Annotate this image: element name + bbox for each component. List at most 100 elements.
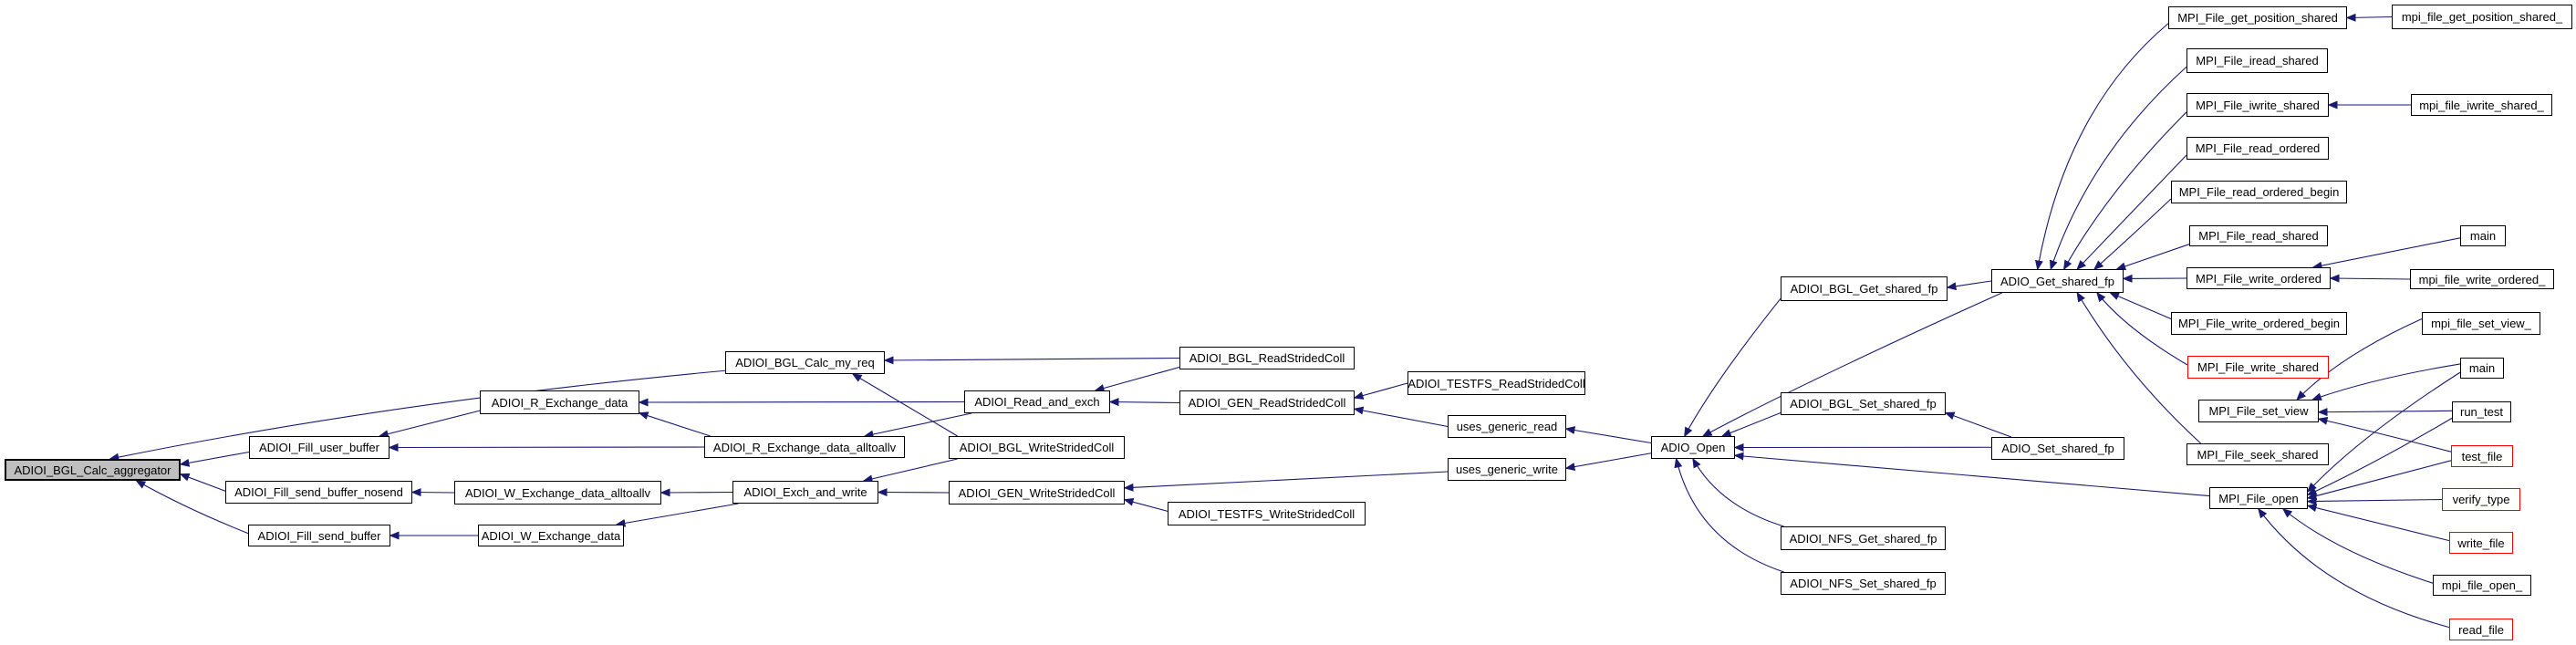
graph-node-f_iwrite[interactable]: mpi_file_iwrite_shared_	[2411, 94, 2552, 116]
edge-f_write_ordered-to-write_ordered	[2329, 274, 2411, 283]
graph-node-testfs_write_coll[interactable]: ADIOI_TESTFS_WriteStridedColl	[1168, 502, 1366, 525]
graph-node-adio_open[interactable]: ADIO_Open	[1651, 436, 1735, 459]
edge-wo_begin-to-adio_get_fp	[2109, 292, 2172, 320]
edge-fill_send_buffer-to-agg	[135, 480, 249, 535]
graph-node-f_write_ordered[interactable]: mpi_file_write_ordered_	[2410, 269, 2554, 289]
edge-uses_generic_write-to-gen_write_coll	[1123, 471, 1449, 492]
graph-node-write_shared[interactable]: MPI_File_write_shared	[2187, 356, 2329, 379]
edge-fill_user_buffer-to-agg	[179, 451, 250, 467]
edge-r_alltoallv-to-fill_user_buffer	[388, 442, 705, 452]
graph-node-exch_and_write[interactable]: ADIOI_Exch_and_write	[732, 481, 878, 504]
graph-node-bgl_read_coll[interactable]: ADIOI_BGL_ReadStridedColl	[1179, 347, 1355, 369]
edge-read_shared-to-adio_get_fp	[2115, 244, 2190, 271]
edge-main2-to-set_view	[2311, 363, 2461, 401]
edge-adio_get_fp-to-adio_open	[1701, 292, 2002, 437]
graph-node-r_alltoallv[interactable]: ADIOI_R_Exchange_data_alltoallv	[704, 436, 905, 458]
edge-uses_generic_read-to-gen_read_coll	[1353, 406, 1449, 428]
edge-read_and_exch-to-r_exchange_data	[638, 398, 965, 407]
graph-node-main2[interactable]: main	[2460, 358, 2504, 379]
edge-adio_open-to-uses_generic_write	[1564, 453, 1652, 472]
graph-node-mpi_file_open[interactable]: MPI_File_open	[2209, 487, 2308, 509]
graph-node-f_open[interactable]: mpi_file_open_	[2433, 575, 2531, 596]
edge-read_ordered-to-adio_get_fp	[2076, 154, 2187, 271]
edge-exch_and_write-to-w_alltoallv	[660, 488, 733, 497]
graph-node-nfs_set_fp[interactable]: ADIOI_NFS_Set_shared_fp	[1781, 572, 1946, 595]
graph-node-uses_generic_read[interactable]: uses_generic_read	[1448, 415, 1566, 438]
edge-run_test-to-mpi_file_open	[2306, 417, 2453, 496]
edge-iwrite-to-adio_get_fp	[2063, 111, 2187, 271]
graph-node-gen_write_coll[interactable]: ADIOI_GEN_WriteStridedColl	[949, 481, 1125, 505]
graph-node-iread[interactable]: MPI_File_iread_shared	[2186, 48, 2328, 73]
graph-node-read_file[interactable]: read_file	[2449, 619, 2513, 640]
edge-test_file-to-set_view	[2317, 416, 2452, 453]
edge-gen_write_coll-to-exch_and_write	[877, 488, 950, 497]
edge-write_shared-to-adio_get_fp	[2096, 291, 2188, 366]
edge-bgl_read_coll-to-calc_my_req	[883, 356, 1180, 365]
graph-node-w_exchange_data[interactable]: ADIOI_W_Exchange_data	[478, 525, 624, 546]
edge-adio_set_fp-to-bgl_set_fp	[1944, 411, 2012, 438]
graph-node-bgl_set_fp[interactable]: ADIOI_BGL_Set_shared_fp	[1781, 392, 1946, 415]
edge-bgl_set_fp-to-adio_open	[1720, 411, 1781, 437]
graph-node-read_and_exch[interactable]: ADIOI_Read_and_exch	[964, 390, 1110, 413]
edge-write_file-to-mpi_file_open	[2306, 504, 2450, 542]
graph-node-read_ordered[interactable]: MPI_File_read_ordered	[2186, 137, 2329, 160]
graph-node-seek_shared[interactable]: MPI_File_seek_shared	[2186, 443, 2329, 465]
edge-nfs_set_fp-to-adio_open	[1674, 457, 1784, 573]
edge-read_file-to-mpi_file_open	[2258, 507, 2450, 629]
edge-testfs_write_coll-to-gen_write_coll	[1123, 497, 1169, 512]
edge-main2-to-mpi_file_open	[2306, 371, 2461, 493]
edge-verify_type-to-mpi_file_open	[2306, 496, 2443, 505]
graph-node-r_exchange_data[interactable]: ADIOI_R_Exchange_data	[480, 390, 639, 414]
edge-bgl_read_coll-to-read_and_exch	[1094, 366, 1180, 392]
edge-testfs_read_coll-to-gen_read_coll	[1353, 382, 1408, 400]
edge-iread-to-adio_get_fp	[2049, 66, 2187, 271]
graph-node-verify_type[interactable]: verify_type	[2442, 488, 2520, 511]
graph-node-agg: ADIOI_BGL_Calc_aggregator	[5, 459, 181, 481]
graph-node-iwrite[interactable]: MPI_File_iwrite_shared	[2186, 93, 2329, 117]
edge-r_exchange_data-to-fill_user_buffer	[378, 410, 481, 439]
graph-node-testfs_read_coll[interactable]: ADIOI_TESTFS_ReadStridedColl	[1407, 371, 1585, 395]
edge-bgl_get_fp-to-adio_open	[1684, 297, 1781, 438]
edge-get_position-to-adio_get_fp	[2034, 23, 2169, 271]
edge-r_alltoallv-to-r_exchange_data	[638, 411, 711, 437]
graph-node-adio_get_fp[interactable]: ADIO_Get_shared_fp	[1991, 269, 2124, 293]
graph-node-write_ordered[interactable]: MPI_File_write_ordered	[2186, 267, 2331, 289]
graph-node-adio_set_fp[interactable]: ADIO_Set_shared_fp	[1991, 437, 2124, 460]
graph-node-f_get_position[interactable]: mpi_file_get_position_shared_	[2392, 5, 2572, 29]
graph-node-read_shared[interactable]: MPI_File_read_shared	[2189, 225, 2328, 246]
graph-node-nfs_get_fp[interactable]: ADIOI_NFS_Get_shared_fp	[1781, 526, 1946, 550]
edge-bgl_write_coll-to-calc_my_req	[851, 373, 958, 437]
graph-node-uses_generic_write[interactable]: uses_generic_write	[1448, 458, 1566, 481]
edge-f_set_view-to-set_view	[2296, 317, 2423, 401]
graph-node-fill_user_buffer[interactable]: ADIOI_Fill_user_buffer	[249, 436, 390, 459]
graph-node-w_alltoallv[interactable]: ADIOI_W_Exchange_data_alltoallv	[454, 481, 661, 505]
edge-w_alltoallv-to-nosend	[410, 488, 455, 497]
edge-nfs_get_fp-to-adio_open	[1692, 457, 1784, 527]
edge-seek_shared-to-adio_get_fp	[2076, 291, 2201, 444]
edge-test_file-to-mpi_file_open	[2306, 460, 2452, 500]
edge-f_open-to-mpi_file_open	[2281, 508, 2434, 584]
graph-node-wo_begin[interactable]: MPI_File_write_ordered_begin	[2171, 312, 2347, 335]
graph-node-test_file[interactable]: test_file	[2451, 445, 2513, 467]
edge-mpi_file_open-to-adio_open	[1733, 452, 2210, 497]
edge-adio_open-to-uses_generic_read	[1564, 426, 1652, 444]
edge-read_and_exch-to-r_alltoallv	[863, 412, 972, 439]
graph-node-fill_send_buffer[interactable]: ADIOI_Fill_send_buffer	[248, 525, 390, 546]
graph-node-set_view[interactable]: MPI_File_set_view	[2198, 400, 2319, 422]
graph-node-main1[interactable]: main	[2460, 225, 2506, 246]
graph-node-bgl_get_fp[interactable]: ADIOI_BGL_Get_shared_fp	[1781, 276, 1948, 301]
graph-node-bgl_write_coll[interactable]: ADIOI_BGL_WriteStridedColl	[949, 436, 1125, 459]
graph-node-calc_my_req[interactable]: ADIOI_BGL_Calc_my_req	[725, 351, 885, 374]
graph-node-nosend[interactable]: ADIOI_Fill_send_buffer_nosend	[225, 481, 412, 504]
graph-node-write_file[interactable]: write_file	[2449, 532, 2513, 554]
graph-node-run_test[interactable]: run_test	[2452, 401, 2511, 422]
edge-gen_read_coll-to-read_and_exch	[1108, 398, 1180, 407]
graph-node-gen_read_coll[interactable]: ADIOI_GEN_ReadStridedColl	[1179, 390, 1355, 415]
edge-exch_and_write-to-w_exchange_data	[615, 503, 739, 527]
edge-adio_get_fp-to-bgl_get_fp	[1946, 280, 1992, 291]
graph-node-get_position[interactable]: MPI_File_get_position_shared	[2168, 6, 2347, 29]
graph-node-f_set_view[interactable]: mpi_file_set_view_	[2422, 312, 2540, 335]
graph-node-ro_begin[interactable]: MPI_File_read_ordered_begin	[2171, 181, 2347, 203]
